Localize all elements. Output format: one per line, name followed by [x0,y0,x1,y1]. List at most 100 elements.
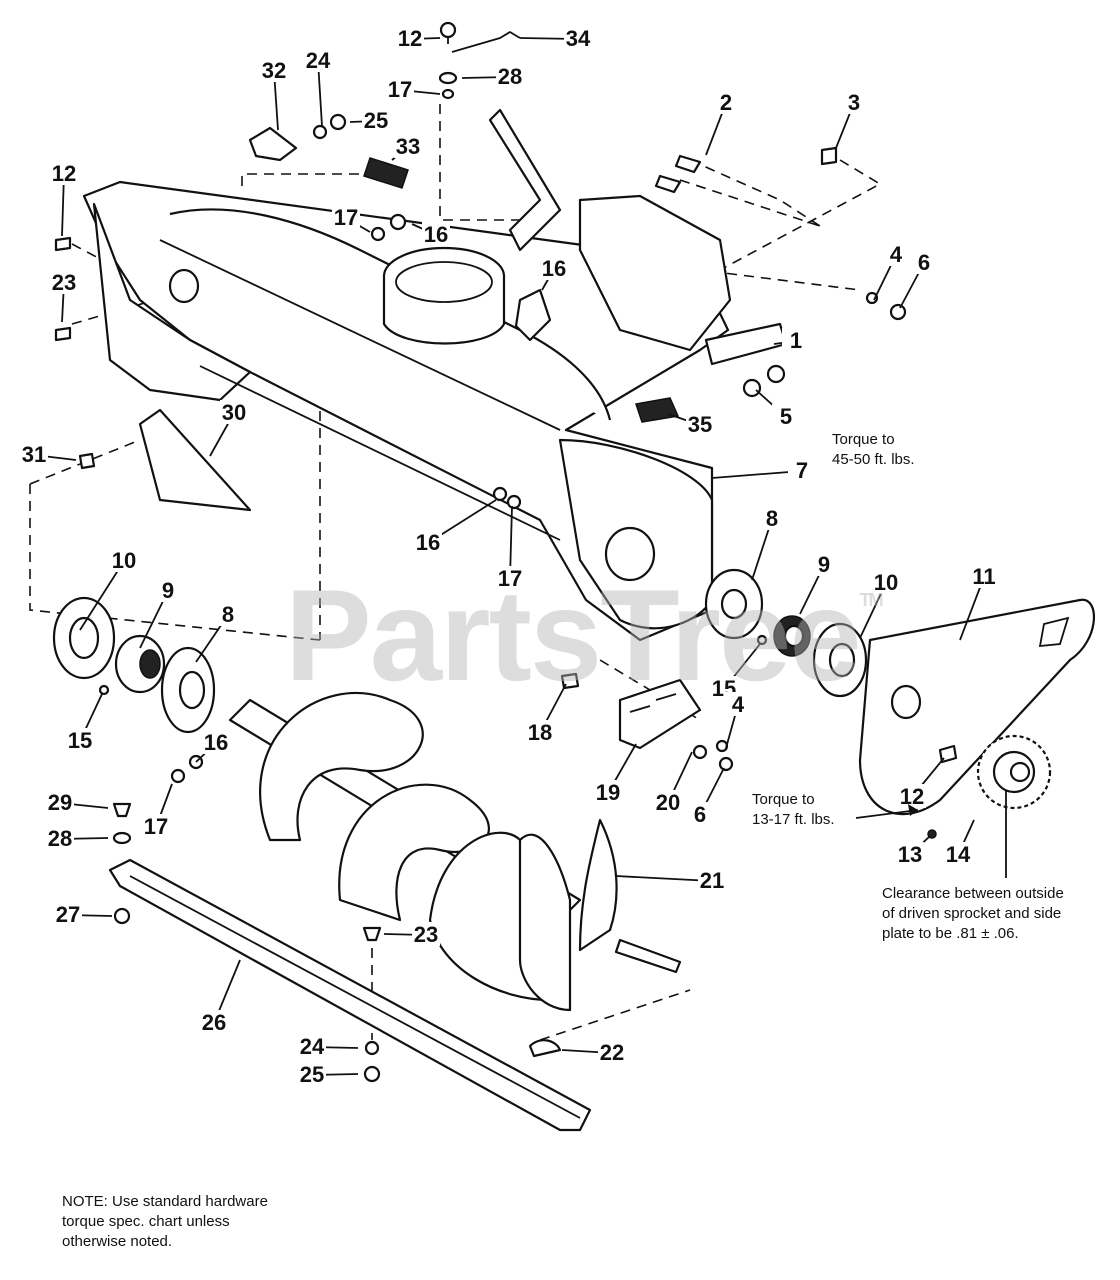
watermark-tm: TM [859,590,884,610]
hardware-note-line3: otherwise noted. [62,1233,173,1250]
callout-label-bg [154,578,182,602]
callout-label-bg [772,404,800,428]
callout-number-4: 4 [732,692,745,717]
callout-number-13: 13 [898,842,922,867]
callout-number-16: 16 [204,730,228,755]
callout-number-5: 5 [780,404,792,429]
left-bearing-set [52,596,216,734]
callout-number-6: 6 [694,802,706,827]
torque-arrow [855,804,919,819]
callout-label-bg [220,400,248,424]
callout-number-35: 35 [688,412,712,437]
callout-number-9: 9 [818,552,830,577]
sprocket [976,734,1052,878]
scraper-bar [108,858,592,1132]
callout-number-15: 15 [68,728,92,753]
callout-number-17: 17 [498,566,522,591]
callout-label-bg [788,458,816,482]
callout-number-12: 12 [398,26,422,51]
callout-label-bg [594,780,622,804]
callout-label-bg [200,1010,228,1034]
callout-number-33: 33 [396,134,420,159]
callout-label-bg [496,64,524,88]
callout-number-8: 8 [222,602,234,627]
callout-number-18: 18 [528,720,552,745]
callout-label-bg [712,90,740,114]
callout-label-bg [50,161,78,185]
callout-number-20: 20 [656,790,680,815]
callout-label-bg [898,784,926,808]
callout-number-1: 1 [790,328,802,353]
callout-number-21: 21 [700,868,724,893]
clearance-note-line2: of driven sprocket and side [882,905,1062,922]
callout-label-bg [496,566,524,590]
callout-number-25: 25 [364,108,388,133]
hardware-note-line2: torque spec. chart unless [62,1213,230,1230]
callout-number-23: 23 [414,922,438,947]
callout-label-bg [686,802,714,826]
callout-number-9: 9 [162,578,174,603]
callout-number-25: 25 [300,1062,324,1087]
partstree-watermark: PartsTreeTM [285,560,884,710]
torque-note-frame: Torque to 45-50 ft. lbs. [832,430,915,470]
callout-number-29: 29 [48,790,72,815]
callout-label-bg [414,530,442,554]
callout-number-14: 14 [946,842,971,867]
callout-number-10: 10 [112,548,136,573]
callout-number-10: 10 [874,570,898,595]
callout-label-bg [686,412,714,436]
callout-label-bg [46,826,74,850]
callout-label-bg [944,842,972,866]
callout-label-bg [840,90,868,114]
callout-label-bg [412,922,440,946]
torque-note-sprocket: Torque to 13-17 ft. lbs. [752,790,835,830]
bracket-30 [138,408,252,512]
watermark-text: PartsTree [285,562,862,708]
callout-number-4: 4 [890,242,903,267]
callout-leader-line [79,560,125,631]
callout-number-6: 6 [918,250,930,275]
callout-label-bg [20,442,48,466]
hardware-note: NOTE: Use standard hardware torque spec.… [62,1192,268,1252]
callout-number-3: 3 [848,90,860,115]
hardware-note-line1: NOTE: Use standard hardware [62,1193,268,1210]
callout-label-bg [298,1034,326,1058]
torque-note-frame-line1: Torque to [832,431,895,448]
callout-number-23: 23 [52,270,76,295]
callout-label-bg [304,48,332,72]
callout-label-bg [724,692,752,716]
callout-leader-line [615,875,713,882]
callout-number-30: 30 [222,400,246,425]
callout-number-32: 32 [262,58,286,83]
callout-label-bg [782,328,810,352]
callout-number-26: 26 [202,1010,226,1035]
callout-number-12: 12 [52,161,76,186]
key [528,1039,562,1058]
callout-label-bg [970,564,998,588]
torque-note-sprocket-line1: Torque to [752,791,815,808]
callout-number-19: 19 [596,780,620,805]
side-plate [858,598,1096,816]
callout-label-bg [810,552,838,576]
callout-number-7: 7 [796,458,808,483]
callout-label-bg [526,720,554,744]
callout-number-28: 28 [498,64,522,89]
hardware [54,21,958,1083]
callout-label-bg [50,270,78,294]
callout-label-bg [214,602,242,626]
chute-ring [382,246,506,345]
callout-label-bg [142,814,170,838]
callout-label-bg [872,570,900,594]
callout-label-bg [362,108,390,132]
callout-label-bg [910,250,938,274]
callout-number-28: 28 [48,826,72,851]
callout-number-2: 2 [720,90,732,115]
callout-label-bg [882,242,910,266]
callout-number-24: 24 [306,48,331,73]
callout-number-17: 17 [388,77,412,102]
callout-label-bg [260,58,288,82]
callout-label-bg [46,790,74,814]
auger-housing [82,180,730,642]
